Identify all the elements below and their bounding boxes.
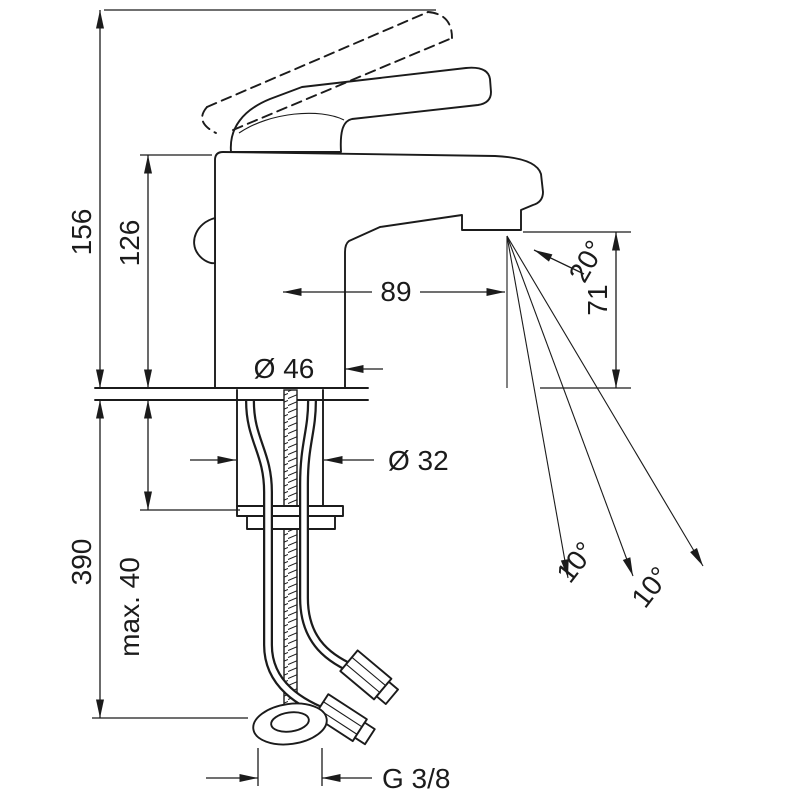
dim-label-below-deck-length: 390 — [66, 539, 97, 586]
dimension-spout-reach: 89 — [283, 276, 505, 307]
dimension-deck-thickness: max. 40 — [114, 400, 240, 657]
phantom-pivot — [201, 106, 217, 134]
knob-inner — [270, 711, 310, 733]
dim-label-spout-reach: 89 — [380, 276, 411, 307]
faucet-body-and-spout — [214, 151, 544, 389]
dim-label-total-height: 156 — [66, 209, 97, 256]
popup-rod-hook — [193, 217, 216, 265]
phantom-top-edge — [206, 11, 429, 108]
under-counter-assembly — [236, 389, 399, 746]
dimension-shank-diameter: Ø 32 — [190, 445, 449, 476]
dimension-total-height: 156 — [66, 9, 436, 388]
rod-thread — [283, 389, 298, 709]
dimension-connection-thread: G 3/8 — [206, 748, 450, 794]
fitting-flat-line — [351, 656, 386, 687]
dimension-body-height: 126 — [114, 154, 212, 388]
fitting-tip — [353, 721, 376, 746]
dimension-below-deck-length: 390 — [66, 400, 248, 719]
fitting-flat-line — [345, 663, 381, 693]
handle-body — [229, 66, 492, 153]
dim-label-stream-angle-outer: 10° — [625, 561, 675, 613]
lever-handle — [229, 66, 492, 153]
stream-line-20deg — [506, 235, 634, 577]
dim-label-deck-thickness-max: max. 40 — [114, 557, 145, 657]
fixing-knob — [252, 702, 328, 746]
flange-washer — [236, 505, 344, 517]
threaded-rod — [283, 389, 298, 709]
hose-right-fitting — [339, 649, 399, 705]
dim-label-shank-diameter: Ø 32 — [388, 445, 449, 476]
flange-nut — [246, 515, 336, 530]
lever-handle-raised-phantom — [201, 11, 453, 134]
mounting-deck — [94, 387, 369, 401]
fitting-flat-line — [323, 701, 363, 728]
hose-left-inner — [247, 400, 335, 719]
hose-right-inner — [301, 400, 362, 675]
clamping-flange — [236, 505, 344, 530]
dimension-outlet-height: 71 — [523, 231, 631, 389]
dim-label-connection-thread: G 3/8 — [382, 763, 450, 794]
fitting-tip — [375, 680, 399, 705]
phantom-bottom-edge — [232, 37, 453, 131]
stream-line-30deg — [506, 235, 704, 567]
supply-hoses — [245, 400, 399, 746]
dim-label-stream-angle-inner: 10° — [550, 536, 600, 588]
dim-label-outlet-height: 71 — [582, 284, 613, 315]
dim-label-base-diameter: Ø 46 — [254, 353, 315, 384]
dim-label-outlet-angle: 20° — [563, 235, 611, 287]
angle-20-leader — [533, 249, 585, 275]
handle-joint-line — [238, 112, 345, 134]
hose-left-fitting — [313, 693, 376, 746]
stream-line-10deg — [506, 235, 569, 579]
dimension-base-diameter: Ø 46 — [254, 353, 383, 384]
dim-label-body-height: 126 — [114, 220, 145, 267]
phantom-tip — [427, 11, 453, 39]
